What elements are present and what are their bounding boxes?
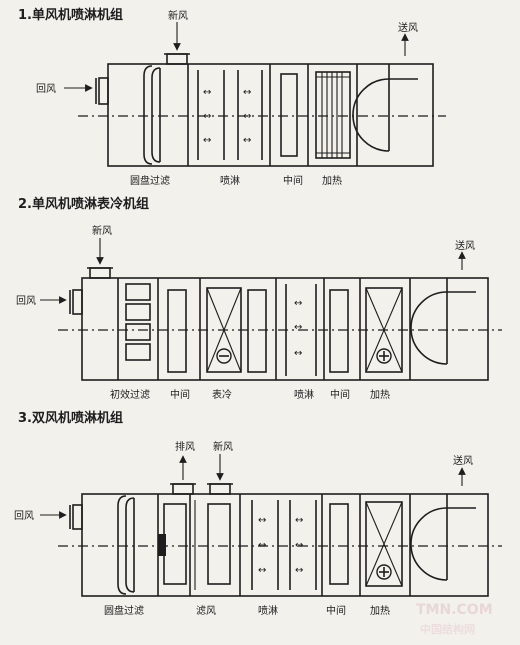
unit-3-label-heating: 加热	[370, 604, 390, 617]
unit-3-label-supply-air: 送风	[453, 454, 473, 467]
unit-3-exhaust-air-outlet	[170, 483, 196, 495]
unit-3-label-exhaust-air: 排风	[175, 440, 195, 453]
unit-1-label-supply-air: 送风	[398, 21, 418, 34]
unit-1-fresh-air-inlet	[164, 53, 190, 65]
unit-3-spray-section: ↔ ↔ ↔ ↔ ↔ ↔	[251, 494, 323, 596]
unit-3-label-filter: 滤风	[196, 604, 216, 617]
unit-1: 1.单风机喷淋机组 回风 新风 送风	[18, 7, 446, 187]
unit-1-heating-coil	[315, 64, 358, 166]
unit-3-label-disc-filter: 圆盘过滤	[104, 604, 144, 617]
unit-1-spray-section: ↔ ↔ ↔ ↔ ↔ ↔	[187, 64, 271, 166]
unit-3-return-fan	[157, 494, 196, 596]
unit-2-fresh-air-inlet	[87, 267, 113, 279]
unit-3-label-middle: 中间	[326, 604, 346, 617]
spray-arrows: ↔	[203, 135, 211, 146]
unit-2-label-middle-2: 中间	[330, 388, 350, 401]
watermark-domain: TMN.COM	[416, 602, 493, 618]
unit-1-return-air-inlet	[95, 77, 109, 105]
unit-2-middle-section-1	[167, 278, 201, 380]
spray-arrows: ↔	[243, 87, 251, 98]
spray-arrows: ↔	[243, 135, 251, 146]
unit-2-heating-coil	[365, 278, 411, 380]
unit-2-primary-filter	[117, 278, 159, 380]
unit-2-spray-section: ↔ ↔ ↔	[285, 278, 325, 380]
unit-2-supply-fan	[410, 278, 476, 365]
unit-3-supply-fan	[410, 494, 476, 581]
spray-arrows: ↔	[294, 322, 302, 333]
unit-1-title: 1.单风机喷淋机组	[18, 7, 123, 23]
watermark-site: 中国结构网	[420, 622, 475, 636]
unit-2: 2.单风机喷淋表冷机组 回风 新风 送风	[16, 196, 502, 401]
unit-3: 3.双风机喷淋机组 回风 排风 新风 送风	[14, 410, 502, 617]
unit-1-label-return-air: 回风	[36, 83, 56, 95]
unit-2-label-return-air: 回风	[16, 295, 36, 307]
unit-2-housing	[81, 277, 489, 381]
unit-3-middle-section	[329, 494, 361, 596]
unit-3-label-return-air: 回风	[14, 510, 34, 522]
unit-2-cooling-coil	[206, 287, 242, 373]
unit-1-label-fresh-air: 新风	[168, 9, 188, 22]
spray-arrows: ↔	[295, 515, 303, 526]
spray-arrows: ↔	[294, 298, 302, 309]
unit-2-label-supply-air: 送风	[455, 239, 475, 252]
unit-1-label-middle: 中间	[283, 174, 303, 187]
unit-3-label-spray: 喷淋	[258, 604, 278, 617]
spray-arrows: ↔	[294, 348, 302, 359]
unit-2-label-middle-1: 中间	[170, 388, 190, 401]
unit-1-middle-section	[280, 64, 309, 166]
unit-3-fresh-air-inlet	[207, 483, 233, 495]
spray-arrows: ↔	[203, 111, 211, 122]
unit-1-disc-filter	[143, 65, 161, 165]
unit-2-return-air-inlet	[69, 289, 83, 315]
spray-arrows: ↔	[258, 515, 266, 526]
unit-2-eliminator	[247, 289, 267, 373]
unit-3-label-fresh-air: 新风	[213, 440, 233, 453]
unit-1-supply-fan	[352, 64, 418, 152]
unit-2-middle-section-2	[329, 278, 361, 380]
unit-2-label-primary-filter: 初效过滤	[110, 388, 150, 401]
unit-3-filter-section	[207, 494, 241, 596]
spray-arrows: ↔	[295, 540, 303, 551]
spray-arrows: ↔	[295, 565, 303, 576]
unit-3-return-air-inlet	[69, 504, 83, 530]
spray-arrows: ↔	[258, 565, 266, 576]
unit-2-label-heating: 加热	[370, 388, 390, 401]
unit-3-disc-filter	[117, 495, 135, 595]
spray-arrows: ↔	[258, 540, 266, 551]
unit-2-label-cooling: 表冷	[212, 388, 232, 401]
unit-1-label-disc-filter: 圆盘过滤	[130, 174, 170, 187]
unit-3-housing	[81, 493, 489, 597]
unit-1-label-spray: 喷淋	[220, 174, 240, 187]
unit-3-title: 3.双风机喷淋机组	[18, 410, 123, 426]
unit-2-label-fresh-air: 新风	[92, 224, 112, 237]
unit-2-label-spray: 喷淋	[294, 388, 314, 401]
spray-arrows: ↔	[203, 87, 211, 98]
spray-arrows: ↔	[243, 111, 251, 122]
unit-2-title: 2.单风机喷淋表冷机组	[18, 196, 149, 212]
unit-1-label-heating: 加热	[322, 174, 342, 187]
unit-3-heating-coil	[365, 494, 411, 596]
